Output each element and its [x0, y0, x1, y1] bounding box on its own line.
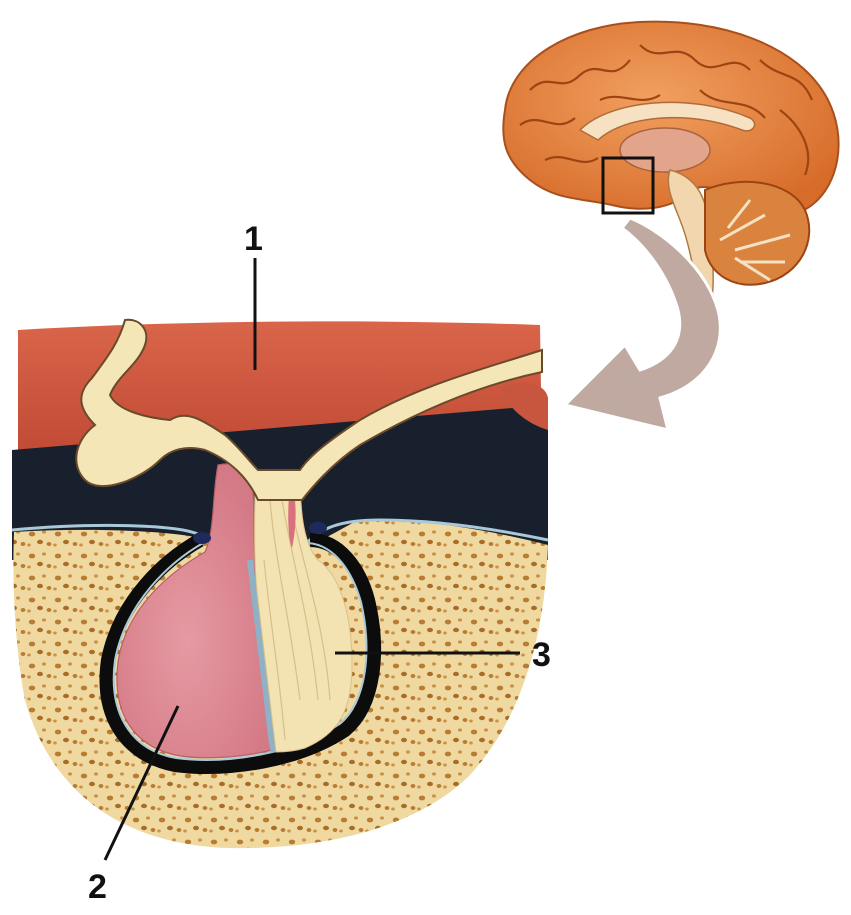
- label-1: 1: [244, 220, 263, 258]
- pituitary-cross-section: [12, 320, 548, 848]
- label-2: 2: [88, 868, 107, 906]
- cavernous-vessel-right: [309, 522, 327, 534]
- cavernous-vessel-left: [193, 532, 211, 544]
- thalamus: [620, 128, 710, 172]
- label-3: 3: [532, 636, 551, 674]
- cerebellum: [705, 182, 809, 285]
